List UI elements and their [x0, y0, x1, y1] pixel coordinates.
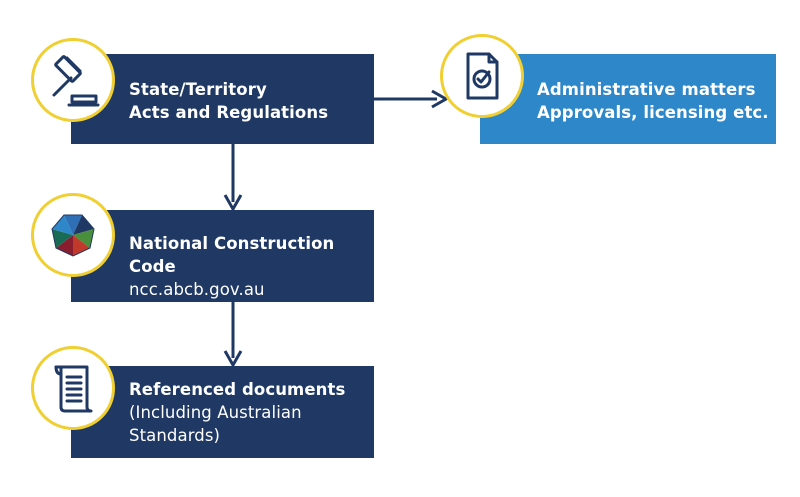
node-admin-line2: Approvals, licensing etc. [537, 103, 769, 122]
node-national-construction-code: National Construction Code ncc.abcb.gov.… [71, 210, 374, 302]
node-administrative-matters: Administrative matters Approvals, licens… [480, 54, 776, 144]
scroll-document-icon [31, 346, 115, 430]
node-ncc-line1: National Construction Code [129, 234, 335, 276]
node-state-line1: State/Territory [129, 80, 267, 99]
arrow-state-to-ncc-head [223, 194, 243, 213]
node-ncc-line2: ncc.abcb.gov.au [129, 280, 265, 299]
arrow-ncc-to-referenced-head [223, 350, 243, 369]
node-referenced-documents: Referenced documents (Including Australi… [71, 366, 374, 458]
node-state-line2: Acts and Regulations [129, 103, 329, 122]
document-check-icon [440, 34, 524, 118]
node-ref-line2: (Including Australian [129, 403, 302, 422]
ncc-logo-icon [31, 193, 115, 277]
node-ref-line3: Standards) [129, 426, 221, 445]
gavel-icon [31, 38, 115, 122]
node-admin-line1: Administrative matters [537, 80, 756, 99]
node-ref-line1: Referenced documents [129, 380, 346, 399]
node-state-territory-acts: State/Territory Acts and Regulations [71, 54, 374, 144]
